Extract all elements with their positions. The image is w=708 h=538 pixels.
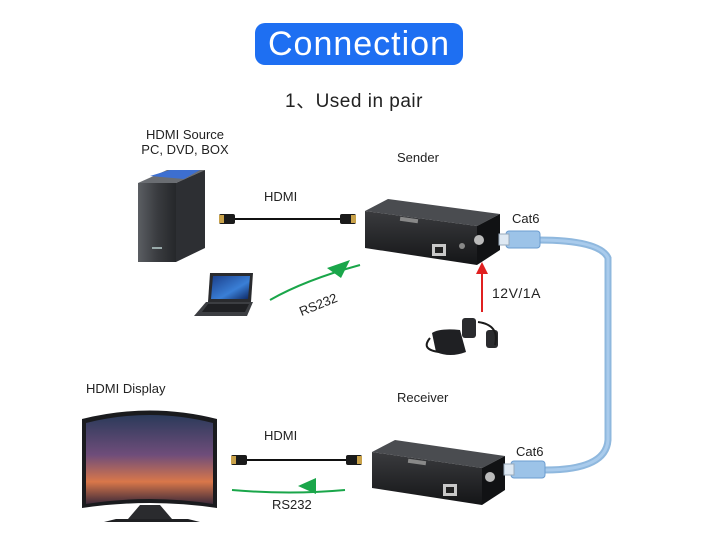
rs232-label-bottom: RS232 xyxy=(272,497,312,512)
hdmi-source-line1: HDMI Source xyxy=(145,127,225,142)
cat6-cable xyxy=(537,236,612,474)
hdmi-cable-bottom xyxy=(231,455,362,465)
hdmi-label-top: HDMI xyxy=(264,189,298,204)
power-label: 12V/1A xyxy=(492,285,541,301)
page-subtitle: 1、Used in pair xyxy=(285,91,423,112)
sender-label: Sender xyxy=(397,150,439,165)
receiver-device-icon xyxy=(372,440,505,505)
hdmi-label-bottom: HDMI xyxy=(264,428,298,443)
rs232-arrow-bottom xyxy=(231,478,346,494)
hdmi-cable-top xyxy=(219,214,356,224)
pc-tower-icon xyxy=(138,170,205,262)
power-adapter-icon xyxy=(425,318,498,355)
cat6-label-bottom: Cat6 xyxy=(516,444,544,459)
hdmi-display-label: HDMI Display xyxy=(86,381,166,396)
monitor-icon xyxy=(82,410,217,522)
hdmi-source-line2: PC, DVD, BOX xyxy=(141,142,229,157)
laptop-icon xyxy=(194,273,253,316)
rj45-plug-icon xyxy=(498,230,546,479)
cat6-label-top: Cat6 xyxy=(512,211,540,226)
power-arrow xyxy=(476,262,488,312)
hdmi-source-label: HDMI Source PC, DVD, BOX xyxy=(130,127,240,157)
rs232-arrow-top xyxy=(269,260,361,301)
page-title: Connection xyxy=(255,23,463,65)
receiver-label: Receiver xyxy=(397,390,449,405)
sender-device-icon xyxy=(365,199,500,265)
